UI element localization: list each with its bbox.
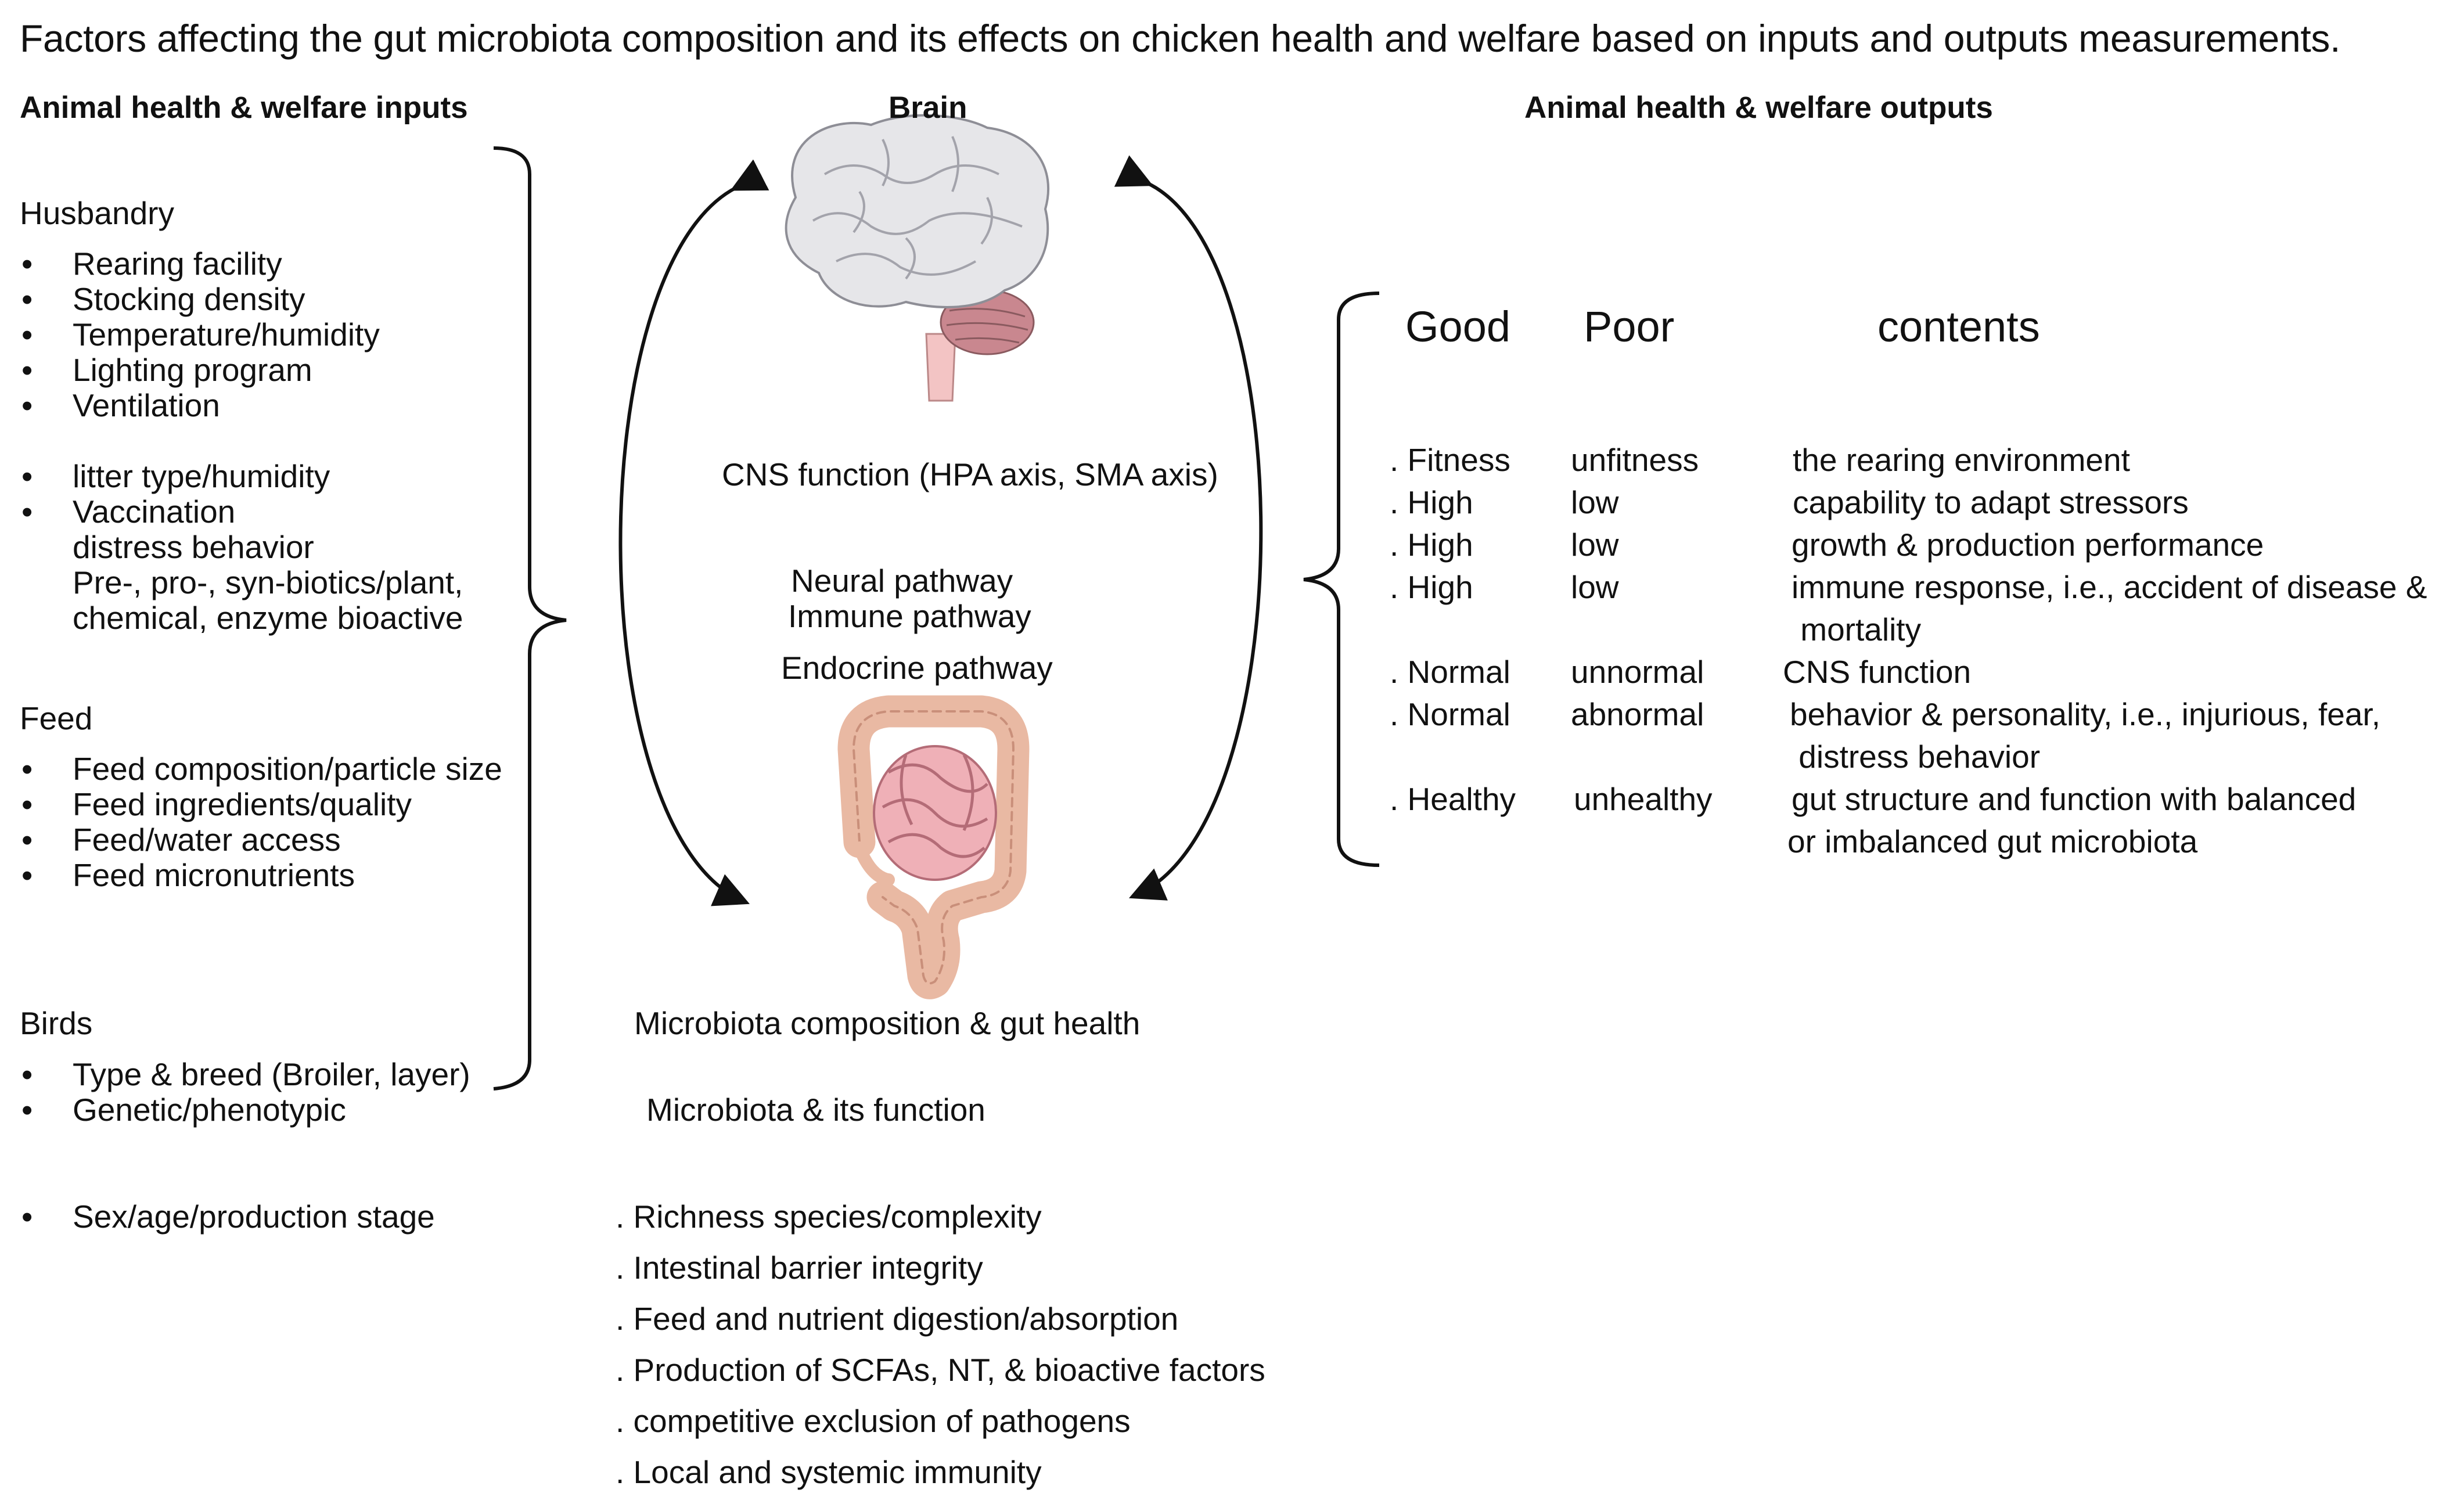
microbiota-composition-label: Microbiota composition & gut health <box>634 1005 1141 1041</box>
birds-item: Genetic/phenotypic <box>21 1091 346 1128</box>
output-poor-cell: abnormal <box>1571 696 1704 732</box>
inputs-heading: Animal health & welfare inputs <box>20 91 468 125</box>
output-contents-cell: the rearing environment <box>1793 442 2130 478</box>
husbandry-item: Temperature/humidity <box>21 316 380 353</box>
output-good-cell: . High <box>1390 527 1473 563</box>
immune-pathway-label: Immune pathway <box>788 598 1031 634</box>
output-poor-cell: low <box>1571 527 1619 563</box>
husbandry-item: litter type/humidity <box>21 458 330 495</box>
output-good-cell: . Healthy <box>1390 781 1516 817</box>
output-contents-cell: CNS function <box>1783 654 1972 690</box>
good-column-header: Good <box>1405 303 1511 351</box>
output-contents-cell: capability to adapt stressors <box>1793 484 2189 520</box>
brain-heading: Brain <box>889 91 967 125</box>
feed-item: Feed composition/particle size <box>21 750 502 787</box>
brain-icon <box>785 114 1050 402</box>
feed-label: Feed <box>20 700 93 736</box>
output-contents-cell: growth & production performance <box>1792 527 2264 563</box>
output-contents-cell: distress behavior <box>1790 739 2041 775</box>
poor-column-header: Poor <box>1584 303 1675 351</box>
output-poor-cell: unhealthy <box>1574 781 1713 817</box>
inputs-brace <box>493 146 567 1091</box>
contents-column-header: contents <box>1877 303 2040 351</box>
output-contents-cell: or imbalanced gut microbiota <box>1787 823 2198 859</box>
cns-function-label: CNS function (HPA axis, SMA axis) <box>722 456 1218 492</box>
microbiota-function-item: . Feed and nutrient digestion/absorption <box>616 1301 1179 1337</box>
outputs-heading: Animal health & welfare outputs <box>1524 91 1993 125</box>
figure-title: Factors affecting the gut microbiota com… <box>20 17 2341 60</box>
output-good-cell: . High <box>1390 569 1473 605</box>
output-contents-cell: mortality <box>1792 611 1922 647</box>
husbandry-item: Vaccination <box>21 493 235 530</box>
husbandry-item: distress behavior <box>73 529 314 565</box>
microbiota-function-item: . Production of SCFAs, NT, & bioactive f… <box>616 1352 1265 1388</box>
neural-pathway-label: Neural pathway <box>791 563 1013 599</box>
husbandry-item: chemical, enzyme bioactive <box>73 600 463 636</box>
endocrine-pathway-label: Endocrine pathway <box>781 650 1053 686</box>
output-contents-cell: gut structure and function with balanced <box>1792 781 2357 817</box>
output-good-cell: . Normal <box>1390 654 1510 690</box>
feed-item: Feed/water access <box>21 821 341 858</box>
microbiota-function-item: . Intestinal barrier integrity <box>616 1250 983 1286</box>
output-poor-cell: low <box>1571 569 1619 605</box>
output-good-cell: . Fitness <box>1390 442 1510 478</box>
output-contents-cell: behavior & personality, i.e., injurious,… <box>1790 696 2381 732</box>
output-poor-cell: unnormal <box>1571 654 1704 690</box>
husbandry-item: Rearing facility <box>21 245 282 282</box>
microbiota-function-item: . Local and systemic immunity <box>616 1454 1042 1490</box>
output-poor-cell: unfitness <box>1571 442 1699 478</box>
output-good-cell: . Normal <box>1390 696 1510 732</box>
output-poor-cell: low <box>1571 484 1619 520</box>
husbandry-item: Ventilation <box>21 387 220 424</box>
husbandry-label: Husbandry <box>20 195 174 231</box>
feed-item: Feed micronutrients <box>21 857 355 894</box>
output-good-cell: . High <box>1390 484 1473 520</box>
microbiota-function-item: . competitive exclusion of pathogens <box>616 1403 1131 1439</box>
intestine-icon <box>837 695 1030 999</box>
birds-item: Sex/age/production stage <box>21 1198 435 1235</box>
output-contents-cell: immune response, i.e., accident of disea… <box>1792 569 2427 605</box>
left-bidirectional-arrow <box>618 159 769 906</box>
birds-label: Birds <box>20 1005 93 1041</box>
outputs-brace <box>1303 292 1380 867</box>
feed-item: Feed ingredients/quality <box>21 786 412 823</box>
birds-item: Type & breed (Broiler, layer) <box>21 1056 470 1093</box>
right-bidirectional-arrow <box>1114 155 1263 901</box>
husbandry-item: Stocking density <box>21 280 305 318</box>
microbiota-function-label: Microbiota & its function <box>646 1092 985 1128</box>
husbandry-item: Lighting program <box>21 351 312 388</box>
husbandry-item: Pre-, pro-, syn-biotics/plant, <box>73 564 463 600</box>
microbiota-function-item: . Richness species/complexity <box>616 1199 1042 1235</box>
